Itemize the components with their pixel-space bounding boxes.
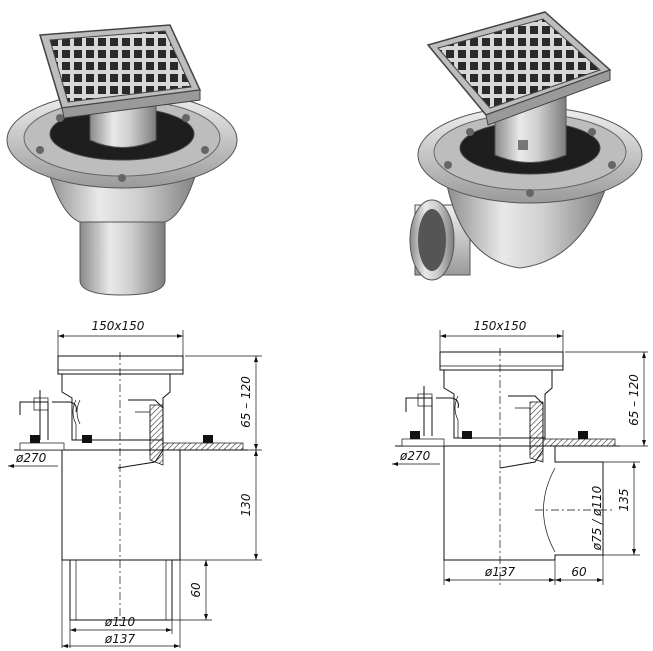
dim-flange-dia: ø270	[15, 451, 47, 465]
dim-spigot-height: 60	[189, 582, 203, 598]
dim-body-dia-right: ø137	[484, 565, 516, 579]
dim-top-width-right: 150x150	[474, 319, 527, 333]
dim-outlet-dia-right: ø75 / ø110	[590, 485, 604, 551]
dim-outlet-dia: ø110	[104, 615, 136, 629]
dim-spigot-length: 60	[571, 565, 587, 579]
dim-height-range: 65 – 120	[239, 376, 253, 428]
dim-flange-dia-right: ø270	[399, 449, 431, 463]
technical-drawing-vertical-outlet: 150x150 ø270	[8, 319, 262, 648]
dim-body-dia: ø137	[104, 632, 136, 646]
dim-body-height: 130	[239, 493, 253, 516]
technical-drawing-side-outlet: 150x150 ø270	[392, 319, 648, 585]
dim-top-width: 150x150	[92, 319, 145, 333]
product-photo-side-outlet	[409, 11, 643, 281]
dim-side-height: 135	[617, 489, 631, 512]
product-photo-vertical-outlet	[6, 24, 238, 296]
dim-height-range-right: 65 – 120	[627, 374, 641, 426]
